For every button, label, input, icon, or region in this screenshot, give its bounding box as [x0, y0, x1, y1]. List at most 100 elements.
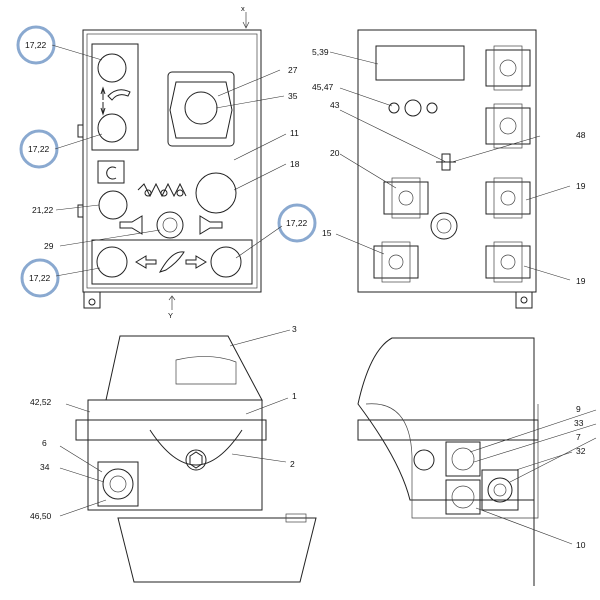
rear-mounting-tab [515, 291, 533, 309]
port-center [404, 99, 422, 117]
label-27: 27 [288, 65, 298, 75]
lower-hopper [117, 517, 317, 583]
housing-body [87, 399, 263, 511]
label-11: 11 [290, 128, 299, 138]
highlight-ring-17-22-d [277, 203, 317, 243]
arc-shape [149, 429, 243, 466]
left-travel-button [96, 246, 128, 278]
up-button [97, 53, 127, 83]
nameplate [375, 45, 465, 81]
label-9: 9 [576, 404, 581, 414]
label-15: 15 [322, 228, 332, 238]
hood-cover [105, 335, 263, 401]
horn-left-icon [119, 215, 143, 235]
down-arrow-icon [100, 102, 106, 116]
front-enclosure [82, 29, 262, 293]
label-46-50: 46,50 [30, 511, 52, 521]
label-17-22-d: 17,22 [286, 218, 308, 228]
front-panel-view [77, 12, 262, 310]
label-10: 10 [576, 540, 586, 550]
side-connector-core [109, 475, 127, 493]
connector-7 [487, 477, 513, 503]
emergency-stop-button [195, 172, 237, 214]
reset-symbol-box [97, 160, 125, 184]
side-view-left [75, 335, 317, 583]
side-view-right [357, 337, 539, 586]
right-inner-wall [365, 403, 539, 519]
lower-tab [285, 513, 307, 523]
label-43: 43 [330, 100, 340, 110]
x-axis-label: x [241, 4, 245, 13]
label-29: 29 [44, 241, 54, 251]
label-20: 20 [330, 148, 340, 158]
y-axis-arrow [168, 295, 176, 301]
label-45-47: 45,47 [312, 82, 334, 92]
travel-symbol-icon [158, 251, 185, 273]
label-17-22-a: 17,22 [25, 40, 47, 50]
side-connector-flange [97, 461, 139, 507]
connector-7-core [493, 483, 507, 497]
hood-component [175, 356, 237, 385]
tilt-symbol-icon [107, 89, 131, 101]
indicator-ring [184, 91, 218, 125]
connector-29 [156, 211, 184, 239]
right-bolt [413, 449, 435, 471]
label-42-52: 42,52 [30, 397, 52, 407]
indicator-lens [169, 81, 233, 139]
right-cross-beam [357, 419, 539, 441]
label-32: 32 [576, 446, 586, 456]
center-nut [189, 451, 203, 469]
label-3: 3 [292, 324, 297, 334]
label-6: 6 [42, 438, 47, 448]
x-axis-arrow [242, 21, 250, 29]
down-button [97, 113, 127, 143]
connector-9-block [445, 441, 481, 477]
control-button-21 [98, 190, 128, 220]
center-nut-outer [185, 449, 207, 471]
hinge-bottom [77, 204, 84, 218]
horn-right-icon [199, 215, 223, 235]
bolt-45 [388, 102, 400, 114]
bolt-47 [426, 102, 438, 114]
label-35: 35 [288, 91, 298, 101]
highlight-ring-17-22-a [16, 25, 56, 65]
spring-symbol-icon [137, 182, 187, 198]
cross-beam [75, 419, 267, 441]
label-2: 2 [290, 459, 295, 469]
rear-connector [430, 212, 458, 240]
connector-7-block [481, 469, 519, 511]
left-arrow-icon [135, 255, 157, 269]
leader-lines [51, 44, 597, 545]
spring-dot-3 [176, 189, 184, 197]
label-33: 33 [574, 418, 584, 428]
highlight-ring-17-22-c [20, 258, 60, 298]
mounting-hole [88, 298, 96, 306]
spring-dot-1 [144, 189, 152, 197]
clamp-left-20 [383, 177, 429, 219]
connector-10-block [445, 479, 481, 515]
reset-icon [106, 166, 117, 180]
bottom-control-strip [91, 239, 253, 285]
hinge-top [77, 124, 84, 138]
clamp-right-2 [485, 103, 531, 149]
label-34: 34 [40, 462, 50, 472]
label-17-22-b: 17,22 [28, 144, 50, 154]
side-connector-ring [102, 468, 134, 500]
indicator-housing [167, 71, 235, 147]
front-inner-border [86, 33, 258, 289]
up-arrow-icon [100, 86, 106, 100]
label-7: 7 [576, 432, 581, 442]
label-5-39: 5,39 [312, 47, 329, 57]
rear-mounting-hole [520, 296, 528, 304]
label-1: 1 [292, 391, 297, 401]
rear-panel-view [357, 29, 537, 309]
label-19-b: 19 [576, 276, 586, 286]
mounting-tab [83, 291, 101, 309]
right-arrow-icon [185, 255, 207, 269]
clamp-left-15 [373, 241, 419, 283]
y-axis-label: Y [168, 311, 173, 320]
right-housing-outline [357, 337, 535, 501]
label-19-a: 19 [576, 181, 586, 191]
